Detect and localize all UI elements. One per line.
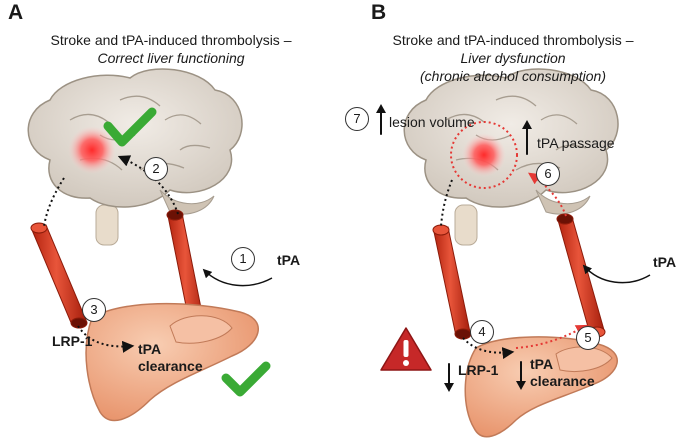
panel-b-subtitle-1: Liver dysfunction: [460, 50, 566, 66]
vessel-left-b: [432, 224, 472, 340]
path-to-brain-b: [528, 172, 567, 217]
liver-a: [85, 302, 259, 422]
step-4: 4: [470, 320, 494, 344]
path-to-liver-a: [77, 325, 135, 353]
panel-a-letter: A: [8, 1, 24, 24]
lrp1-label-a: LRP-1: [52, 333, 93, 349]
lrp1-label-b: LRP-1: [458, 362, 499, 378]
path-from-brain-a: [43, 177, 65, 227]
step-1: 1: [231, 247, 255, 271]
tpa-label-b: tPA: [653, 254, 677, 270]
step-2: 2: [144, 157, 168, 181]
liver-b: [464, 336, 618, 438]
panel-b-letter: B: [371, 1, 387, 24]
lesion-expansion-ring: [450, 121, 518, 189]
clearance-label-a-1: tPA: [138, 341, 162, 357]
step-6: 6: [536, 162, 560, 186]
warning-icon: [380, 327, 432, 371]
vessel-left-a: [30, 222, 88, 329]
clearance-label-b-1: tPA: [530, 356, 554, 372]
tpa-passage-label: tPA passage: [537, 135, 615, 151]
tpa-label-a: tPA: [277, 252, 301, 268]
vessel-right-b: [556, 213, 606, 338]
step-3: 3: [82, 298, 106, 322]
clearance-label-a-2: clearance: [138, 358, 203, 374]
step-5: 5: [576, 326, 600, 350]
panel-a-subtitle: Correct liver functioning: [97, 50, 245, 66]
brain-b: [403, 68, 619, 246]
brain-a: [27, 68, 243, 246]
check-icon: [221, 361, 271, 397]
check-icon: [103, 107, 157, 147]
lesion-volume-label: lesion volume: [389, 114, 475, 130]
panel-b-title: Stroke and tPA-induced thrombolysis –: [392, 32, 634, 48]
path-to-liver-b: [462, 337, 515, 360]
path-tpa-injection-a: [202, 268, 273, 287]
path-tpa-injection-b: [582, 264, 651, 284]
lesion-b: [462, 133, 506, 177]
clearance-label-b-2: clearance: [530, 373, 595, 389]
lesion-a: [68, 126, 116, 174]
panel-b-subtitle-2: (chronic alcohol consumption): [420, 68, 606, 84]
step-7: 7: [345, 107, 369, 131]
panel-a-title: Stroke and tPA-induced thrombolysis –: [50, 32, 292, 48]
